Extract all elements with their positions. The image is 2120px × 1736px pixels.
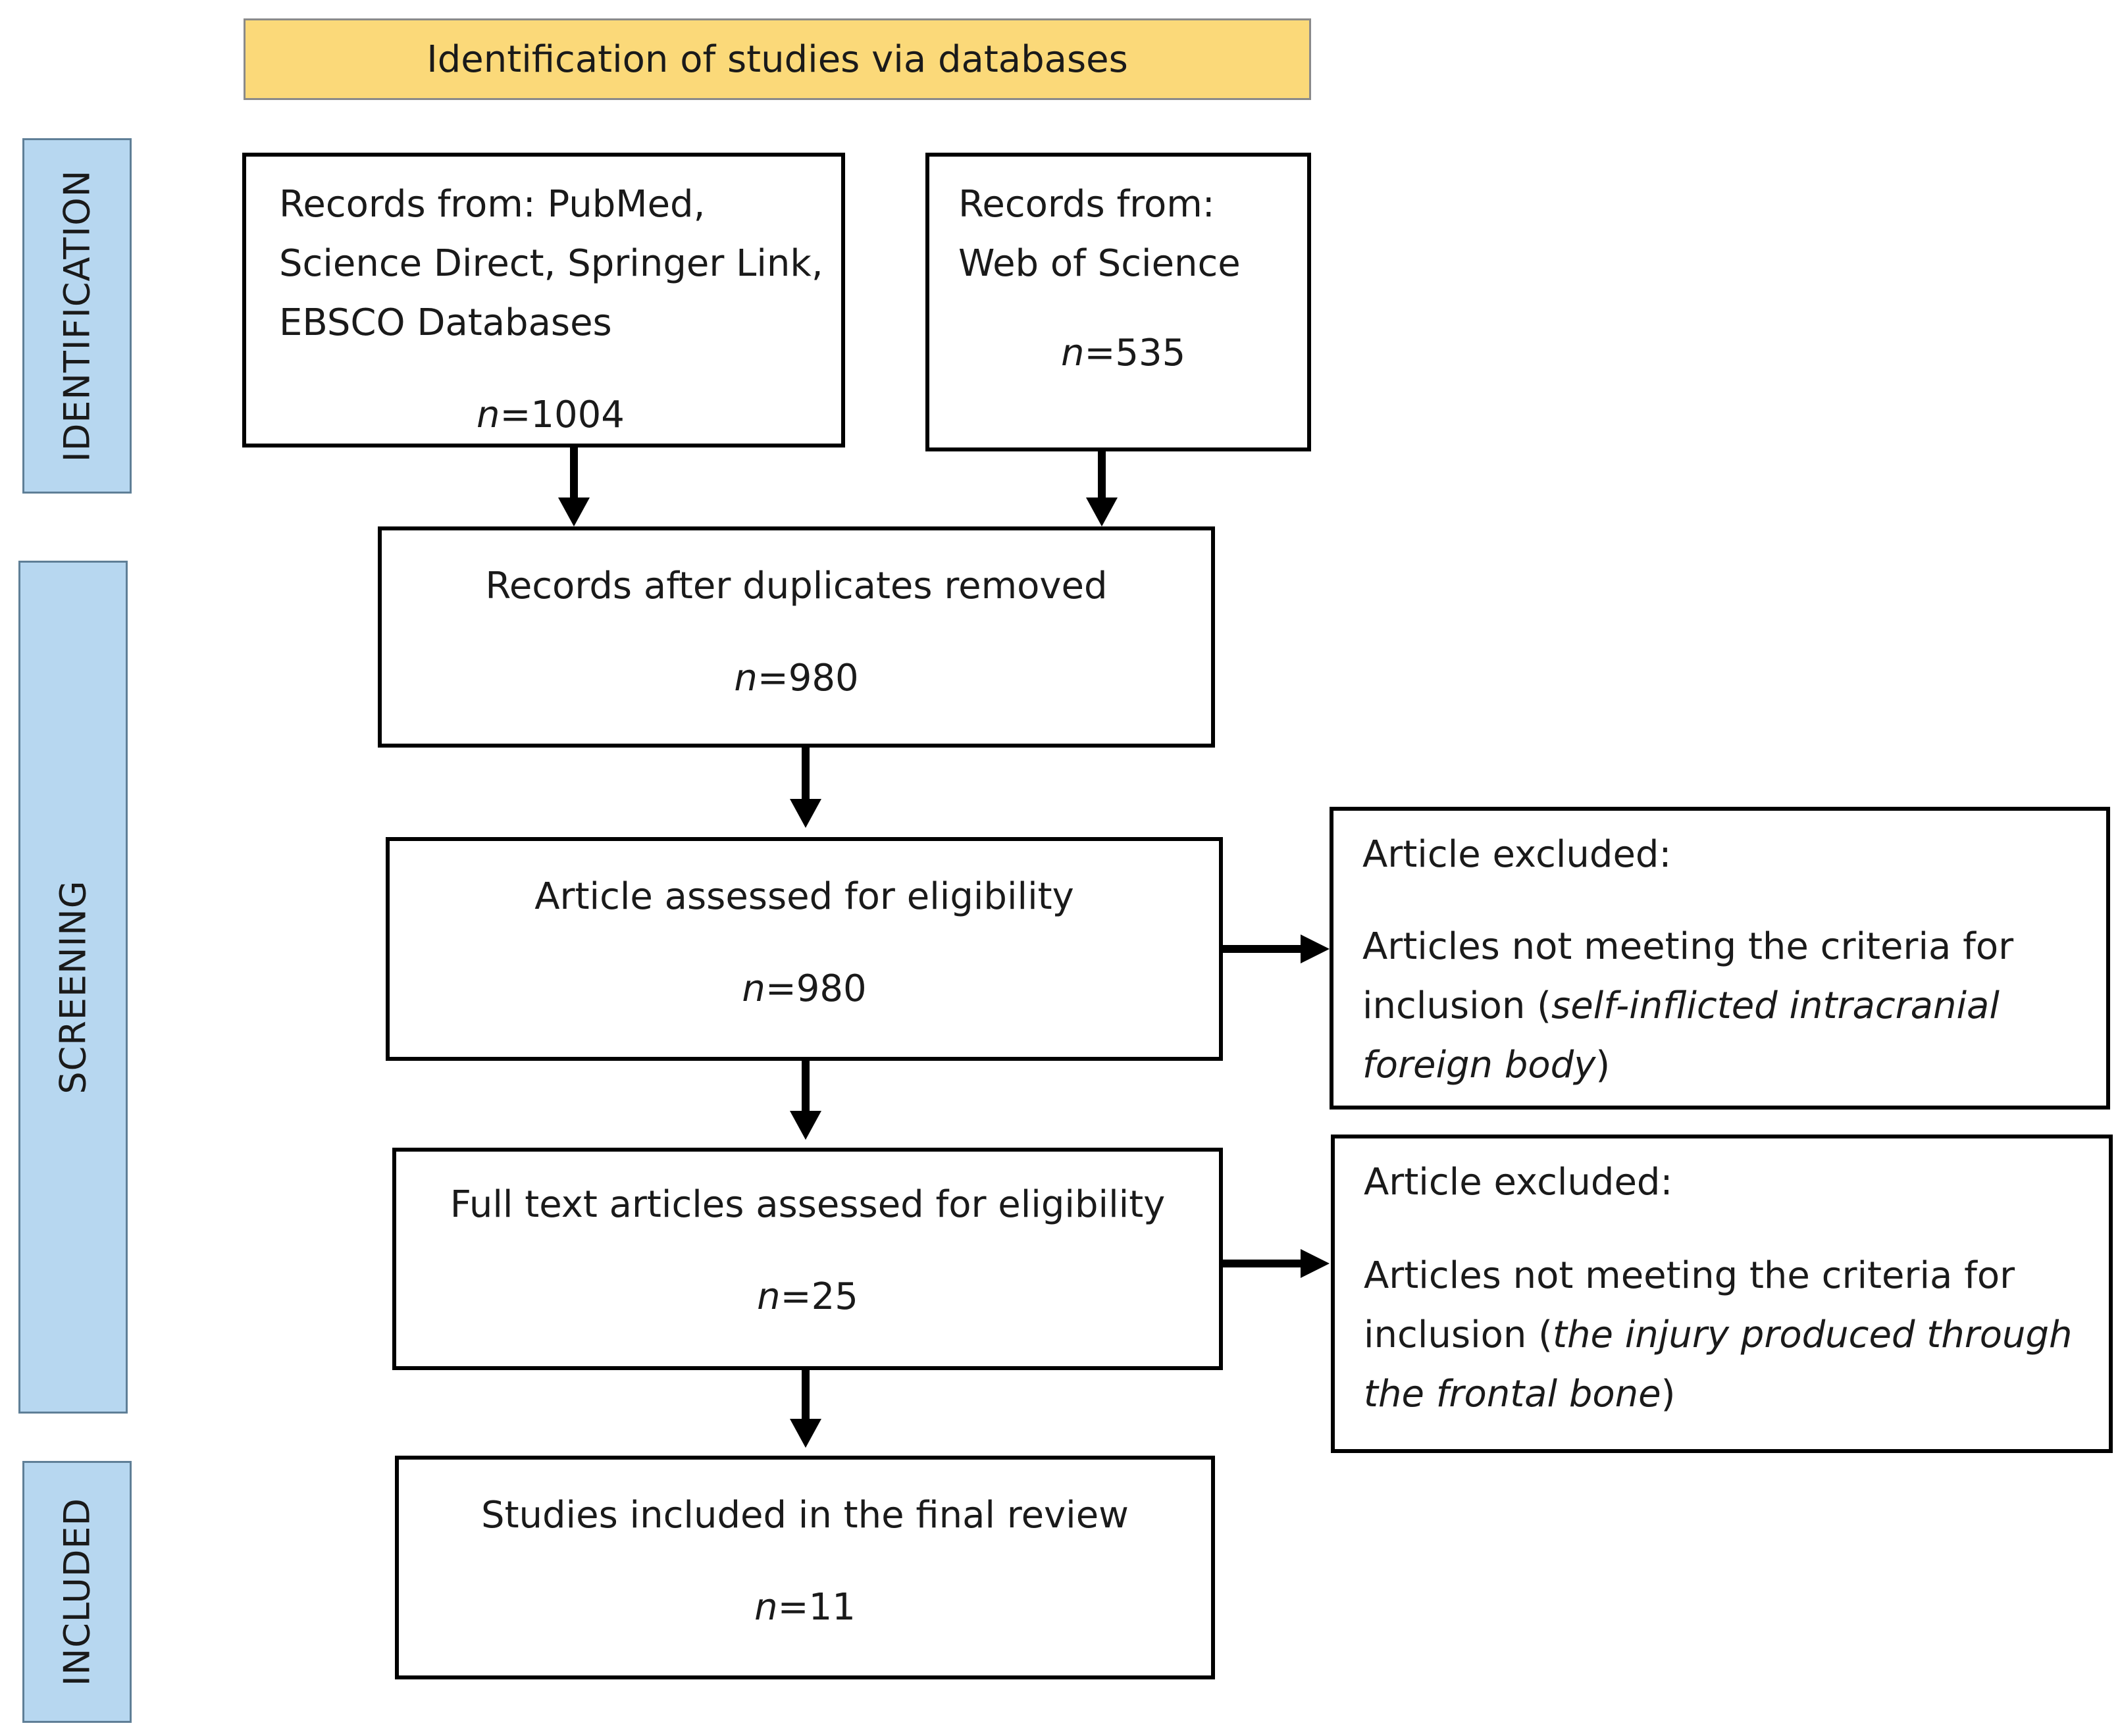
header-title: Identification of studies via databases xyxy=(427,38,1128,81)
records-wos-line2: Web of Science xyxy=(958,242,1241,285)
phase-identification: IDENTIFICATION xyxy=(22,138,132,494)
records-main-line1: Records from: PubMed, xyxy=(279,183,706,226)
header-identification-of-studies: Identification of studies via databases xyxy=(244,18,1311,100)
arrow-main-to-dedup xyxy=(570,447,578,499)
excluded-1-line3: foreign body) xyxy=(1362,1044,1611,1086)
assessed-box: Article assessed for eligibility n=980 xyxy=(386,837,1223,1061)
full-text-count: n=25 xyxy=(757,1275,858,1318)
after-duplicates-title: Records after duplicates removed xyxy=(485,565,1108,607)
arrow-assessed-to-fulltext-head xyxy=(790,1111,821,1140)
excluded-1-line2: inclusion (self-inflicted intracranial xyxy=(1362,984,2000,1027)
records-wos-count: n=535 xyxy=(1061,332,1186,374)
included-count: n=11 xyxy=(754,1586,856,1629)
arrow-fulltext-to-excluded-2 xyxy=(1223,1260,1302,1267)
arrow-dedup-to-assessed-head xyxy=(790,799,821,828)
full-text-title: Full text articles assessed for eligibil… xyxy=(450,1183,1166,1226)
records-wos-box: Records from: Web of Science n=535 xyxy=(925,153,1311,451)
arrow-fulltext-to-included xyxy=(802,1370,810,1420)
assessed-count: n=980 xyxy=(742,967,867,1010)
excluded-2-box: Article excluded: Articles not meeting t… xyxy=(1331,1135,2113,1453)
arrow-wos-to-dedup xyxy=(1098,451,1106,499)
phase-screening-label: SCREENING xyxy=(52,880,94,1094)
after-duplicates-count: n=980 xyxy=(734,657,859,700)
arrow-main-to-dedup-head xyxy=(558,498,590,526)
excluded-1-box: Article excluded: Articles not meeting t… xyxy=(1330,807,2110,1110)
arrow-assessed-to-fulltext xyxy=(802,1061,810,1112)
excluded-1-line1: Articles not meeting the criteria for xyxy=(1362,925,2014,968)
arrow-dedup-to-assessed xyxy=(802,748,810,800)
records-wos-line1: Records from: xyxy=(958,183,1215,226)
excluded-2-title: Article excluded: xyxy=(1364,1161,1673,1204)
arrow-assessed-to-excluded-1 xyxy=(1223,945,1302,953)
arrow-wos-to-dedup-head xyxy=(1086,498,1118,526)
after-duplicates-box: Records after duplicates removed n=980 xyxy=(378,526,1215,748)
phase-screening: SCREENING xyxy=(18,561,128,1414)
excluded-2-line2: inclusion (the injury produced through xyxy=(1364,1314,2073,1356)
phase-included-label: INCLUDED xyxy=(56,1497,98,1687)
excluded-2-line3: the frontal bone) xyxy=(1364,1373,1676,1416)
records-main-line3: EBSCO Databases xyxy=(279,301,612,344)
arrow-fulltext-to-excluded-2-head xyxy=(1301,1249,1330,1278)
excluded-1-title: Article excluded: xyxy=(1362,833,1672,876)
phase-included: INCLUDED xyxy=(22,1461,132,1723)
full-text-box: Full text articles assessed for eligibil… xyxy=(392,1148,1223,1370)
records-main-count: n=1004 xyxy=(477,394,625,436)
arrow-assessed-to-excluded-1-head xyxy=(1301,934,1330,963)
assessed-title: Article assessed for eligibility xyxy=(534,875,1074,918)
phase-identification-label: IDENTIFICATION xyxy=(56,169,98,463)
excluded-2-line1: Articles not meeting the criteria for xyxy=(1364,1254,2015,1297)
arrow-fulltext-to-included-head xyxy=(790,1419,821,1448)
included-box: Studies included in the final review n=1… xyxy=(395,1456,1215,1679)
records-main-line2: Science Direct, Springer Link, xyxy=(279,242,823,285)
included-title: Studies included in the final review xyxy=(481,1494,1129,1537)
records-main-box: Records from: PubMed, Science Direct, Sp… xyxy=(242,153,845,447)
